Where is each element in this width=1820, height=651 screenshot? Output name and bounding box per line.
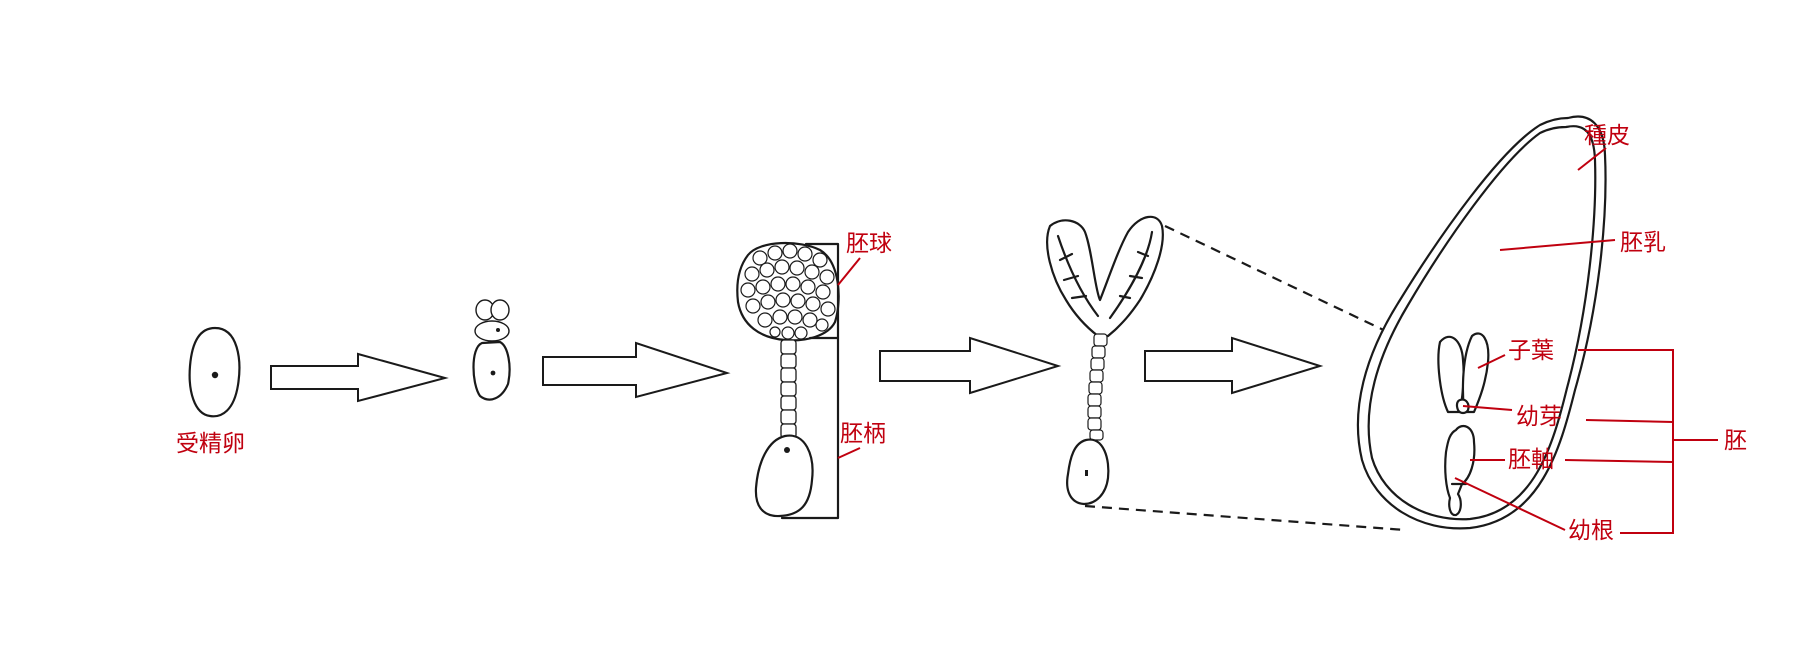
- cotyledon-arms: [1046, 215, 1164, 338]
- arrow-2: [542, 341, 731, 399]
- label-seed-coat: 種皮: [1584, 123, 1630, 149]
- arrow-4: [1144, 336, 1324, 395]
- label-suspensor: 胚柄: [840, 421, 886, 447]
- stage-globular-embryo: [736, 242, 861, 520]
- zoom-line-top: [1164, 225, 1416, 346]
- zoom-line-bottom: [1084, 504, 1406, 532]
- label-plumule: 幼芽: [1516, 404, 1562, 430]
- seed-coat-outer: [1356, 115, 1607, 530]
- arrow-1: [270, 352, 449, 403]
- leader-endosperm: [1499, 239, 1616, 251]
- label-hypocotyl: 胚軸: [1508, 447, 1554, 473]
- basal-cell: [754, 434, 814, 518]
- stage-seed: [1356, 115, 1607, 530]
- arrow-3: [879, 336, 1062, 395]
- seed-hypocotyl: [1444, 424, 1476, 517]
- embryo-ball-cells: [740, 243, 836, 340]
- embryo-bracket: [1564, 349, 1718, 534]
- leader-cotyledon: [1477, 354, 1506, 369]
- leader-radicle: [1454, 477, 1566, 531]
- label-endosperm: 胚乳: [1620, 230, 1666, 256]
- suspensor-cells: [780, 339, 797, 439]
- label-radicle: 幼根: [1568, 518, 1614, 544]
- seed-coat-inner: [1367, 125, 1597, 521]
- label-embryo: 胚: [1724, 428, 1747, 454]
- label-cotyledon: 子葉: [1508, 338, 1554, 364]
- stage-heart-embryo: [1046, 215, 1164, 506]
- seed-plumule: [1455, 398, 1470, 415]
- stage-fertilized-egg: [188, 326, 241, 418]
- torpedo-suspensor: [1087, 333, 1108, 441]
- seed-cotyledon-right: [1461, 332, 1490, 414]
- label-embryo-ball: 胚球: [846, 231, 892, 257]
- leader-plumule: [1462, 405, 1513, 411]
- leader-seed-coat: [1577, 147, 1607, 171]
- label-fertilized-egg: 受精卵: [176, 431, 245, 457]
- stage-early-embryo: [472, 299, 511, 401]
